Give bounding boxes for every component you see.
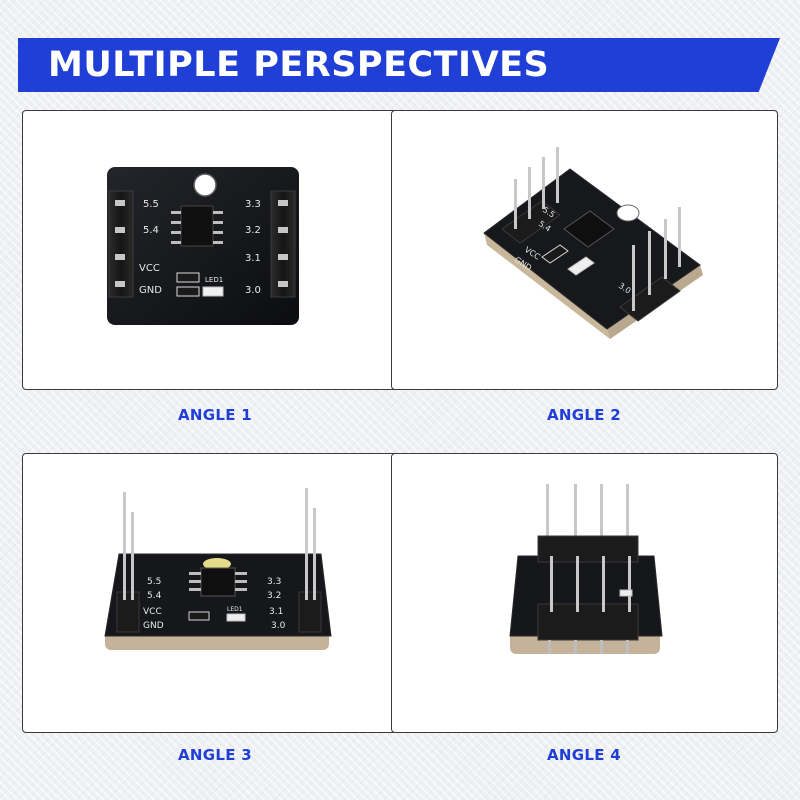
silk-label-led: LED1 bbox=[205, 276, 223, 284]
angle-4-panel bbox=[391, 453, 778, 733]
silk-label-5-4: 5.4 bbox=[143, 225, 159, 236]
angle-4-board-image bbox=[509, 484, 663, 654]
silk-label-vcc: VCC bbox=[139, 263, 160, 274]
banner-title: MULTIPLE PERSPECTIVES bbox=[48, 45, 550, 85]
silk-label-3-2: 3.2 bbox=[267, 591, 281, 601]
silk-label-5-4: 5.4 bbox=[147, 591, 162, 601]
silk-label-3-1: 3.1 bbox=[245, 253, 261, 264]
angle-3-board-image: 5.5 5.4 VCC GND 3.3 3.2 3.1 3.0 LED1 bbox=[104, 488, 332, 650]
angle-2-board-image: VCC GND 5.5 5.4 3.0 bbox=[483, 147, 703, 339]
angle-1-caption: ANGLE 1 bbox=[177, 406, 253, 424]
silk-label-gnd: GND bbox=[143, 621, 164, 631]
silk-label-3-2: 3.2 bbox=[245, 225, 261, 236]
silk-label-vcc: VCC bbox=[143, 607, 162, 617]
angle-2-caption: ANGLE 2 bbox=[546, 406, 622, 424]
angle-1-board-image: 5.5 5.4 VCC GND 3.3 3.2 3.1 3.0 LED1 bbox=[107, 167, 299, 325]
angle-3-panel: 5.5 5.4 VCC GND 3.3 3.2 3.1 3.0 LED1 bbox=[22, 453, 408, 733]
silk-label-3-3: 3.3 bbox=[267, 577, 281, 587]
title-banner: MULTIPLE PERSPECTIVES bbox=[18, 38, 780, 92]
silk-label-3-1: 3.1 bbox=[269, 607, 283, 617]
silk-label-5-5: 5.5 bbox=[143, 199, 159, 210]
angle-1-panel: 5.5 5.4 VCC GND 3.3 3.2 3.1 3.0 LED1 bbox=[22, 110, 408, 390]
silk-label-led: LED1 bbox=[227, 606, 243, 613]
angle-4-caption: ANGLE 4 bbox=[546, 746, 622, 764]
silk-label-3-0: 3.0 bbox=[271, 621, 286, 631]
silk-label-3-0: 3.0 bbox=[245, 285, 261, 296]
silk-label-3-3: 3.3 bbox=[245, 199, 261, 210]
silk-label-gnd: GND bbox=[139, 285, 162, 296]
angle-3-caption: ANGLE 3 bbox=[177, 746, 253, 764]
silk-label-5-5: 5.5 bbox=[147, 577, 161, 587]
angle-2-panel: VCC GND 5.5 5.4 3.0 bbox=[391, 110, 778, 390]
